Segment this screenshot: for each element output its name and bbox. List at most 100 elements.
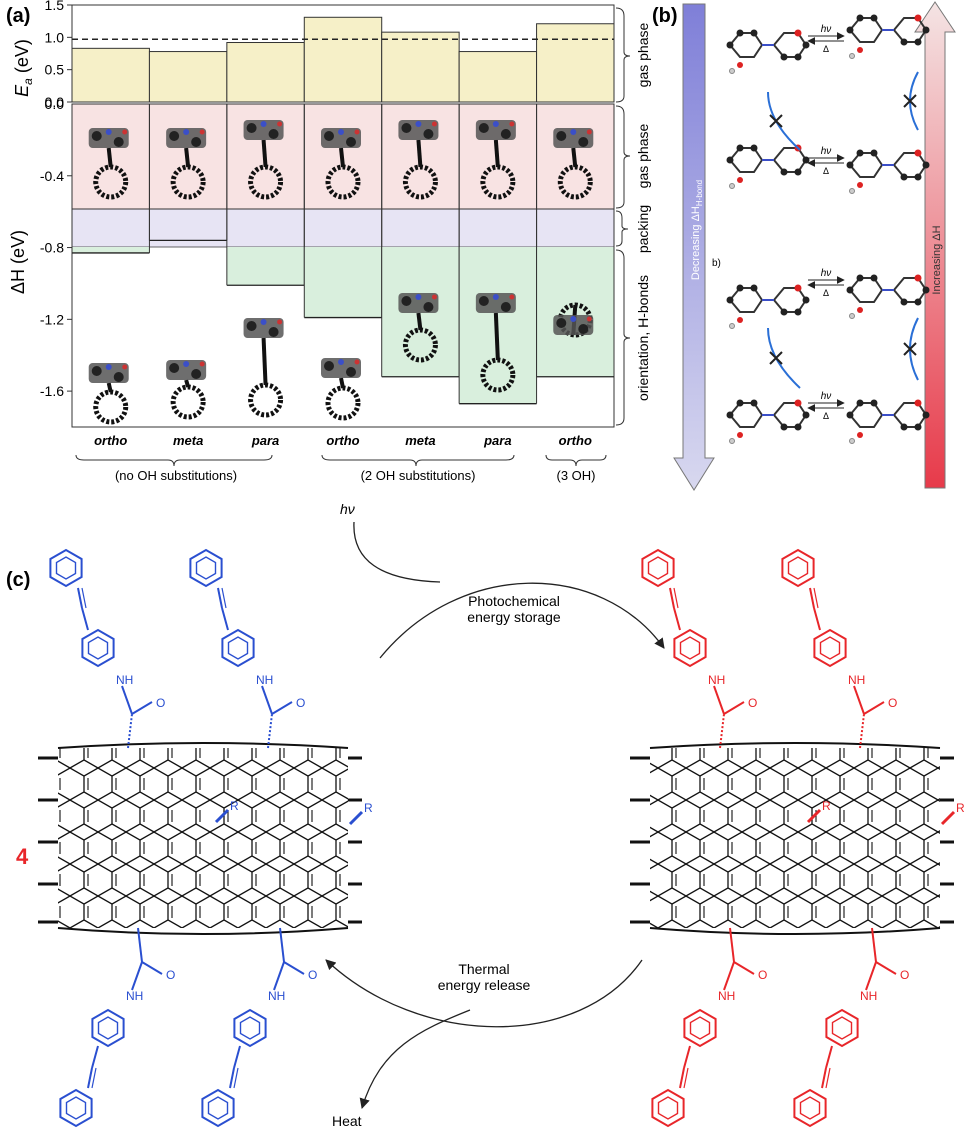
dh-ticks: -0.4-0.8-1.2-1.60.0 [40,96,72,399]
molecule-stem [571,147,578,168]
b-atom [900,423,908,431]
b-equilibrium: hνΔ [807,268,845,298]
heat-arrow [359,1009,471,1109]
molecule-atom [401,296,412,306]
molecule-stem [416,139,423,168]
molecule-atom-o [354,359,360,365]
b-atom [846,411,854,419]
right-label-packing: packing [635,205,651,253]
hv-arrow [353,521,441,583]
b-atom [922,26,930,34]
arm-ring-1 [813,628,847,668]
arm-nh-bond [723,961,735,991]
b-atom-o [794,284,802,292]
b-equilibrium: hνΔ [807,24,845,54]
arm-linker [279,927,285,963]
b-ring-a [728,402,764,428]
arm-nh: NH [718,989,735,1003]
molecule-atom-n [105,129,112,135]
b-atom-h [729,323,735,329]
r-label: R [364,801,373,815]
arm-n-bond-2 [217,587,223,609]
molecule-atom [423,129,434,139]
b-delta-label: Δ [823,288,829,298]
b-atom-h [849,53,855,59]
b-ring-b [892,402,928,428]
arm-nh-bond [273,961,285,991]
molecule-atom [324,361,334,371]
group-label-no-oh: (no OH substitutions) [115,468,237,483]
panel-c-label: (c) [6,569,30,591]
b-atom-h [729,438,735,444]
molecule-stem [416,312,423,331]
molecule-stem [493,312,500,361]
b-atom [794,168,802,176]
b-atom [802,41,810,49]
right-label-orientation: orientation, H-bonds [635,275,651,401]
packing-band [72,209,614,247]
arm-nh: NH [256,673,273,687]
dh-tick-label: -0.8 [40,240,64,256]
molecule-stem [339,377,345,389]
b-ring-b [772,147,808,173]
arm-ring-1 [81,628,115,668]
heat-label: Heat [332,1113,362,1129]
arm-n-bond-1 [81,607,89,631]
molecule-atom [246,123,257,133]
ea-tick-label: 0.0 [45,94,65,110]
molecule-stem [261,337,268,386]
dh-tick-label-zero: 0.0 [45,96,65,112]
arm-ring-2 [189,548,223,588]
b-atom-o [914,149,922,157]
arm-ring-1-inner [689,1016,711,1040]
b-atom [750,284,758,292]
b-atom-o [914,274,922,282]
molecule [321,358,361,421]
b-atom [856,274,864,282]
arm-nh: NH [116,673,133,687]
b-atom [846,286,854,294]
ea-tick-label: 1.5 [45,0,65,13]
b-atom-o [857,47,863,53]
molecule-atom [478,296,489,306]
b-atom-o [794,29,802,37]
molecule-atom [478,123,489,133]
release-arrow [325,959,643,1028]
molecule-atom-n [570,129,577,135]
hv-label: hν [340,501,355,517]
b-swap [767,327,801,389]
molecule-stem [106,147,113,168]
b-ring-b [772,32,808,58]
molecule-atom-o [122,364,128,370]
arm-ring-1 [825,1008,859,1048]
b-ring-b [892,277,928,303]
b-atom [922,411,930,419]
molecule-atom-n [183,129,190,135]
molecule-atom [401,123,412,133]
arm-ring-2-inner [207,1096,229,1120]
b-atom [870,274,878,282]
b-atom [726,156,734,164]
molecule [398,120,439,200]
b-molecule [726,29,810,74]
compound-number: 4 [16,844,29,869]
b-atom [802,411,810,419]
molecule-atom [556,131,567,141]
b-atom [794,308,802,316]
b-atom [846,161,854,169]
b-hv-label: hν [821,391,832,402]
nanotube-top-edge [57,742,349,749]
b-atom [736,144,744,152]
molecule-atom-n [338,129,344,135]
arm-oxygen: O [888,696,897,710]
isomer-label: ortho [326,433,359,448]
b-molecule [846,14,930,59]
arm-ring-1 [673,628,707,668]
molecule-atom [113,137,124,147]
molecule-atom [556,318,567,328]
b-atom-o [794,399,802,407]
arm-n-double [813,587,819,609]
arm-ring-1 [683,1008,717,1048]
molecule-atom [324,131,334,141]
r-label: R [230,799,239,813]
